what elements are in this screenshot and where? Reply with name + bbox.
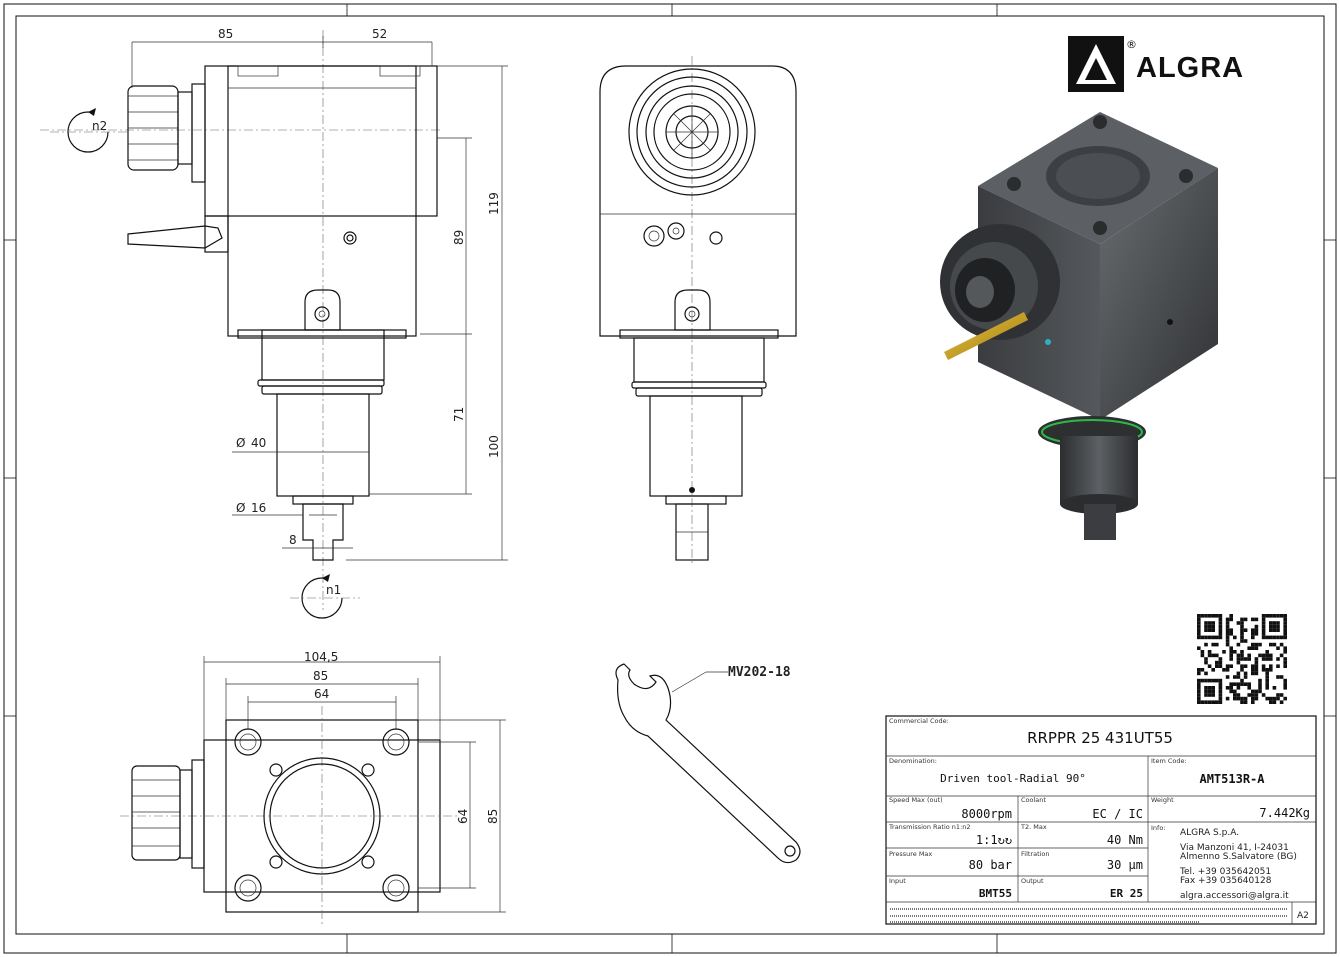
rotation-n1-icon [290,574,360,619]
dim-top-width-right: 52 [372,27,387,41]
torque-value: 40 Nm [1107,833,1143,847]
dim-bottom-width-mid: 85 [313,669,328,683]
company-address-line1: Via Manzoni 41, I-24031 [1180,843,1289,853]
side-view [599,56,797,566]
coolant-label: Coolant [1021,796,1046,804]
output-label: Output [1021,877,1044,885]
bottom-view [120,706,460,924]
ratio-label: Transmission Ratio n1:n2 [888,823,971,831]
dim-pin-diameter: 16 [251,501,266,515]
dim-top-width-left: 85 [218,27,233,41]
front-view [40,30,440,610]
item-code-value: AMT513R-A [1199,772,1265,786]
dim-height-shank: 71 [452,407,466,422]
company-fax: Fax +39 035640128 [1180,876,1272,886]
front-view-dimensions: 85 52 119 89 71 100 Ø 40 Ø 16 8 n2 [50,27,508,619]
speed-label: Speed Max (out) [889,796,943,804]
pressure-value: 80 bar [969,858,1012,872]
input-label: Input [889,877,906,885]
speed-value: 8000rpm [961,807,1012,821]
dim-bottom-width-outer: 104,5 [304,650,338,664]
dim-height-body: 89 [452,230,466,245]
dim-bottom-height-outer: 85 [486,809,500,824]
info-label: Info: [1151,824,1166,832]
logo-brand-text: ALGRA [1136,52,1244,84]
wrench-label: MV202-18 [728,665,791,680]
rotation-n2-label: n2 [92,119,107,133]
sheet-size: A2 [1297,911,1309,921]
output-value: ER 25 [1110,887,1143,900]
ratio-value: 1:1↻↻ [976,833,1012,847]
algra-logo [1068,36,1124,92]
sheet-outer-border [3,3,1337,954]
product-3d-render [940,112,1218,540]
dim-bottom-height-inner: 64 [456,809,470,824]
sheet-zone-ticks [4,4,1336,953]
filtration-label: Filtration [1021,850,1050,858]
commercial-code-value: RRPPR 25 431UT55 [1027,729,1173,747]
filtration-value: 30 μm [1107,858,1143,872]
qr-code [1197,614,1287,704]
pressure-label: Pressure Max [889,850,932,858]
title-block [885,715,1317,925]
dim-pin-diameter-symbol: Ø [236,501,245,515]
denomination-value: Driven tool-Radial 90° [940,772,1086,785]
dim-height-full: 100 [487,435,501,458]
dim-bottom-width-inner: 64 [314,687,329,701]
item-code-label: Item Code: [1151,757,1187,765]
company-phone: Tel. +39 035642051 [1179,867,1271,877]
company-name: ALGRA S.p.A. [1180,828,1239,838]
rotation-n2-icon [50,108,128,153]
dim-pin-width: 8 [289,533,297,547]
bottom-view-dimensions: 104,5 85 64 64 85 [203,650,506,913]
weight-label: Weight [1151,796,1174,804]
weight-value: 7.442Kg [1259,806,1310,820]
dim-shank-diameter-symbol: Ø [236,436,245,450]
logo-registered-mark: ® [1126,38,1137,51]
company-email: algra.accessori@algra.it [1180,891,1289,901]
input-value: BMT55 [979,887,1012,900]
wrench-drawing [615,663,801,864]
torque-label: T2. Max [1020,823,1047,831]
company-address-line2: Almenno S.Salvatore (BG) [1180,852,1297,862]
coolant-value: EC / IC [1092,807,1143,821]
dim-height-total: 119 [487,192,501,215]
commercial-code-label: Commercial Code: [889,717,949,725]
rotation-n1-label: n1 [326,583,341,597]
denomination-label: Denomination: [889,757,937,765]
dim-shank-diameter: 40 [251,436,266,450]
sheet-inner-border [15,15,1325,935]
